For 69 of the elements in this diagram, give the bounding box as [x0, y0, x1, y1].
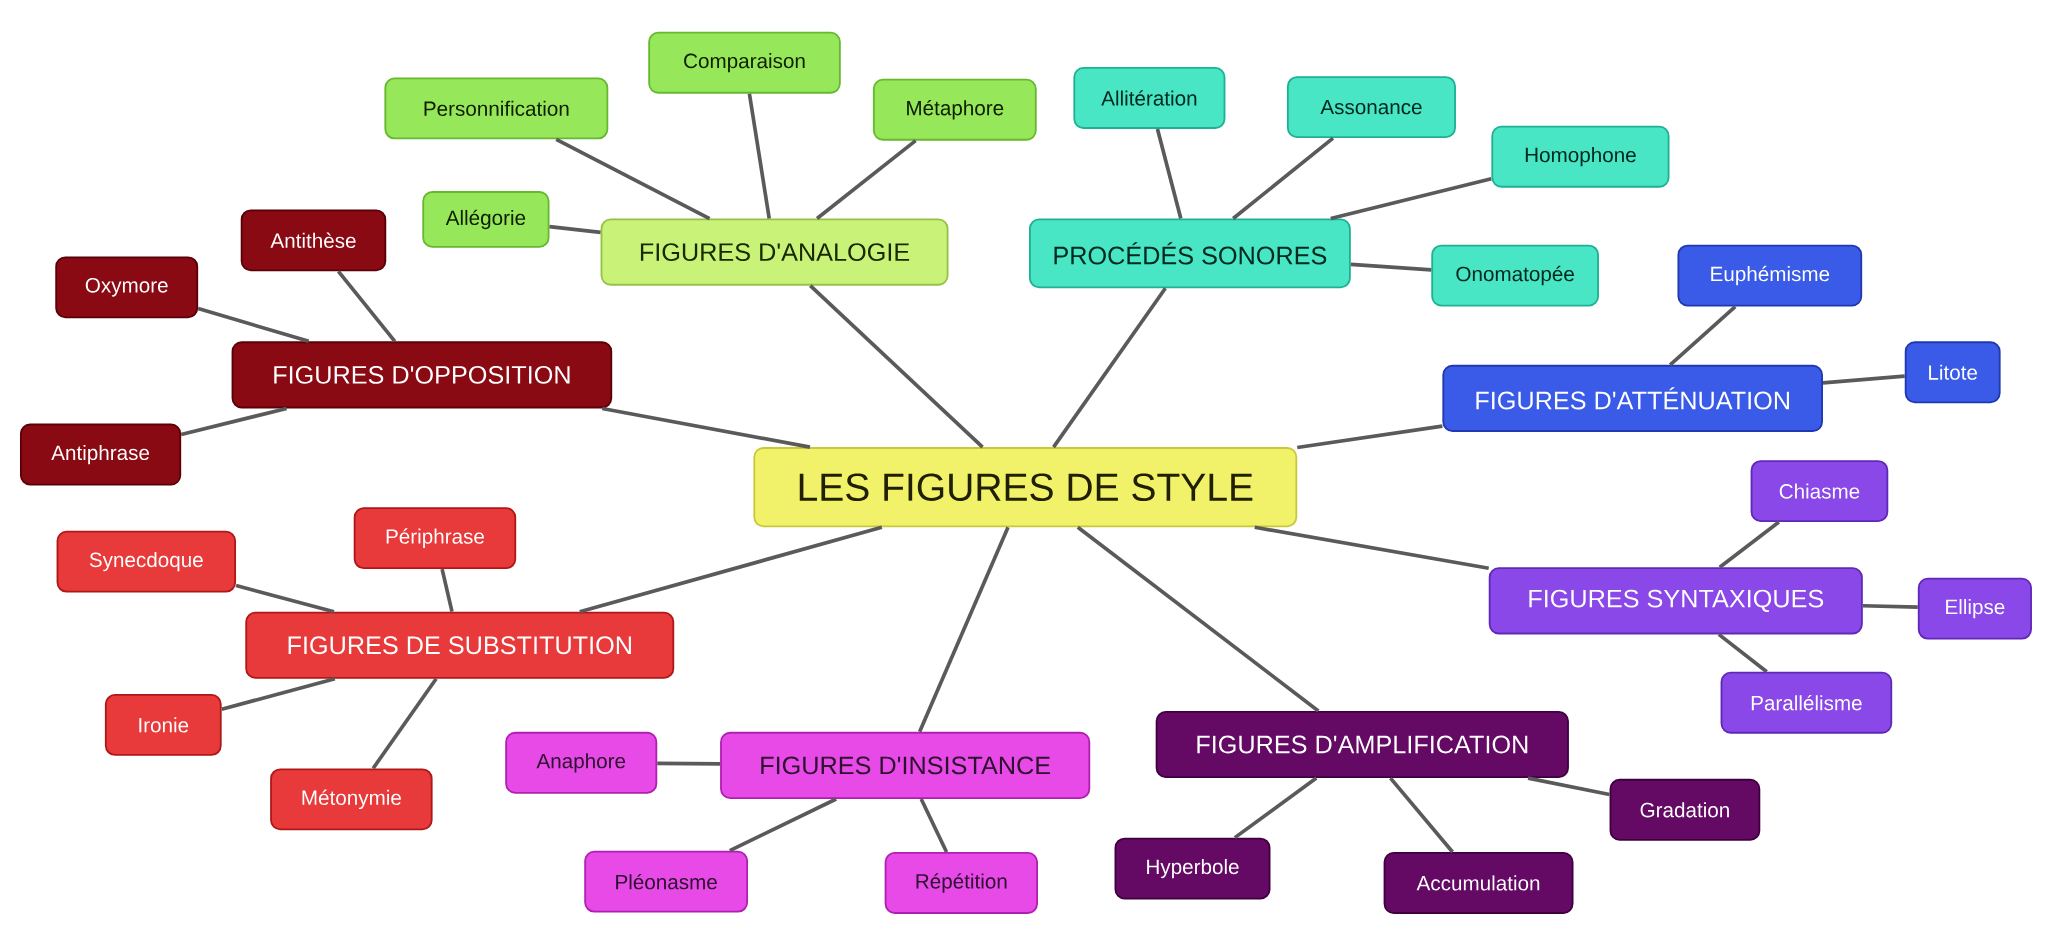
- term-box: Personnification: [384, 77, 609, 140]
- connector-line: [440, 568, 454, 613]
- connector-line: [1389, 777, 1454, 854]
- term-box: Gradation: [1609, 779, 1761, 841]
- category-box: FIGURES D'OPPOSITION: [231, 341, 613, 409]
- term-box: Répétition: [884, 852, 1038, 915]
- connector-line: [1718, 520, 1781, 569]
- term-box: Pléonasme: [584, 850, 749, 913]
- term-box: Hyperbole: [1114, 837, 1271, 900]
- connector-line: [1862, 604, 1918, 610]
- term-box: Allitération: [1073, 67, 1226, 130]
- connector-line: [747, 93, 772, 219]
- term-box: Synecdoque: [56, 530, 237, 593]
- connector-line: [549, 224, 601, 235]
- term-box: Antiphrase: [20, 423, 182, 486]
- category-box: FIGURES D'AMPLIFICATION: [1155, 711, 1569, 779]
- term-box: Métaphore: [872, 78, 1037, 141]
- category-box: FIGURES D'ANALOGIE: [600, 218, 949, 286]
- connector-line: [371, 677, 438, 770]
- term-box: Périphrase: [353, 507, 517, 570]
- connector-line: [555, 137, 711, 221]
- connector-line: [197, 306, 310, 344]
- term-box: Allégorie: [422, 191, 550, 248]
- connector-line: [657, 761, 721, 766]
- connector-line: [1155, 128, 1183, 220]
- term-box: Métonymie: [270, 768, 433, 831]
- connector-line: [1717, 633, 1768, 674]
- connector-line: [1232, 136, 1335, 221]
- term-box: Oxymore: [55, 256, 199, 319]
- category-box: FIGURES D'ATTÉNUATION: [1442, 364, 1823, 433]
- term-box: Ironie: [104, 694, 222, 757]
- connector-line: [815, 139, 917, 221]
- term-box: Anaphore: [505, 732, 658, 794]
- connector-line: [1233, 776, 1318, 840]
- term-box: Antithèse: [240, 209, 387, 272]
- term-box: Ellipse: [1917, 577, 2032, 640]
- category-box: FIGURES D'INSISTANCE: [720, 732, 1091, 800]
- category-box: FIGURES DE SUBSTITUTION: [245, 611, 675, 679]
- topic-box: LES FIGURES DE STYLE: [753, 447, 1298, 528]
- term-box: Chiasme: [1750, 460, 1889, 523]
- connector-line: [235, 583, 335, 614]
- category-box: FIGURES SYNTAXIQUES: [1488, 567, 1863, 635]
- term-box: Comparaison: [648, 31, 841, 94]
- connector-line: [1350, 262, 1432, 272]
- connector-line: [221, 677, 336, 712]
- connector-line: [180, 406, 287, 437]
- term-box: Assonance: [1286, 76, 1456, 139]
- term-box: Parallélisme: [1720, 671, 1893, 734]
- connector-line: [1822, 374, 1905, 385]
- term-box: Litote: [1904, 341, 2001, 404]
- connector-line: [1076, 526, 1320, 713]
- term-box: Accumulation: [1383, 852, 1574, 915]
- term-box: Homophone: [1491, 125, 1670, 188]
- connector-line: [919, 798, 949, 853]
- connector-line: [1330, 177, 1492, 221]
- connector-line: [809, 284, 984, 449]
- connector-line: [601, 406, 811, 450]
- connector-line: [1668, 305, 1737, 367]
- category-box: PROCÉDÉS SONORES: [1028, 218, 1351, 289]
- connector-line: [1297, 424, 1443, 450]
- connector-line: [1527, 776, 1610, 797]
- connector-line: [1052, 287, 1167, 449]
- term-box: Euphémisme: [1677, 244, 1863, 307]
- connector-line: [579, 525, 883, 614]
- term-box: Onomatopée: [1431, 244, 1599, 307]
- connector-line: [729, 797, 837, 853]
- connector-line: [337, 270, 397, 343]
- connector-line: [917, 526, 1010, 733]
- connector-line: [1254, 525, 1490, 571]
